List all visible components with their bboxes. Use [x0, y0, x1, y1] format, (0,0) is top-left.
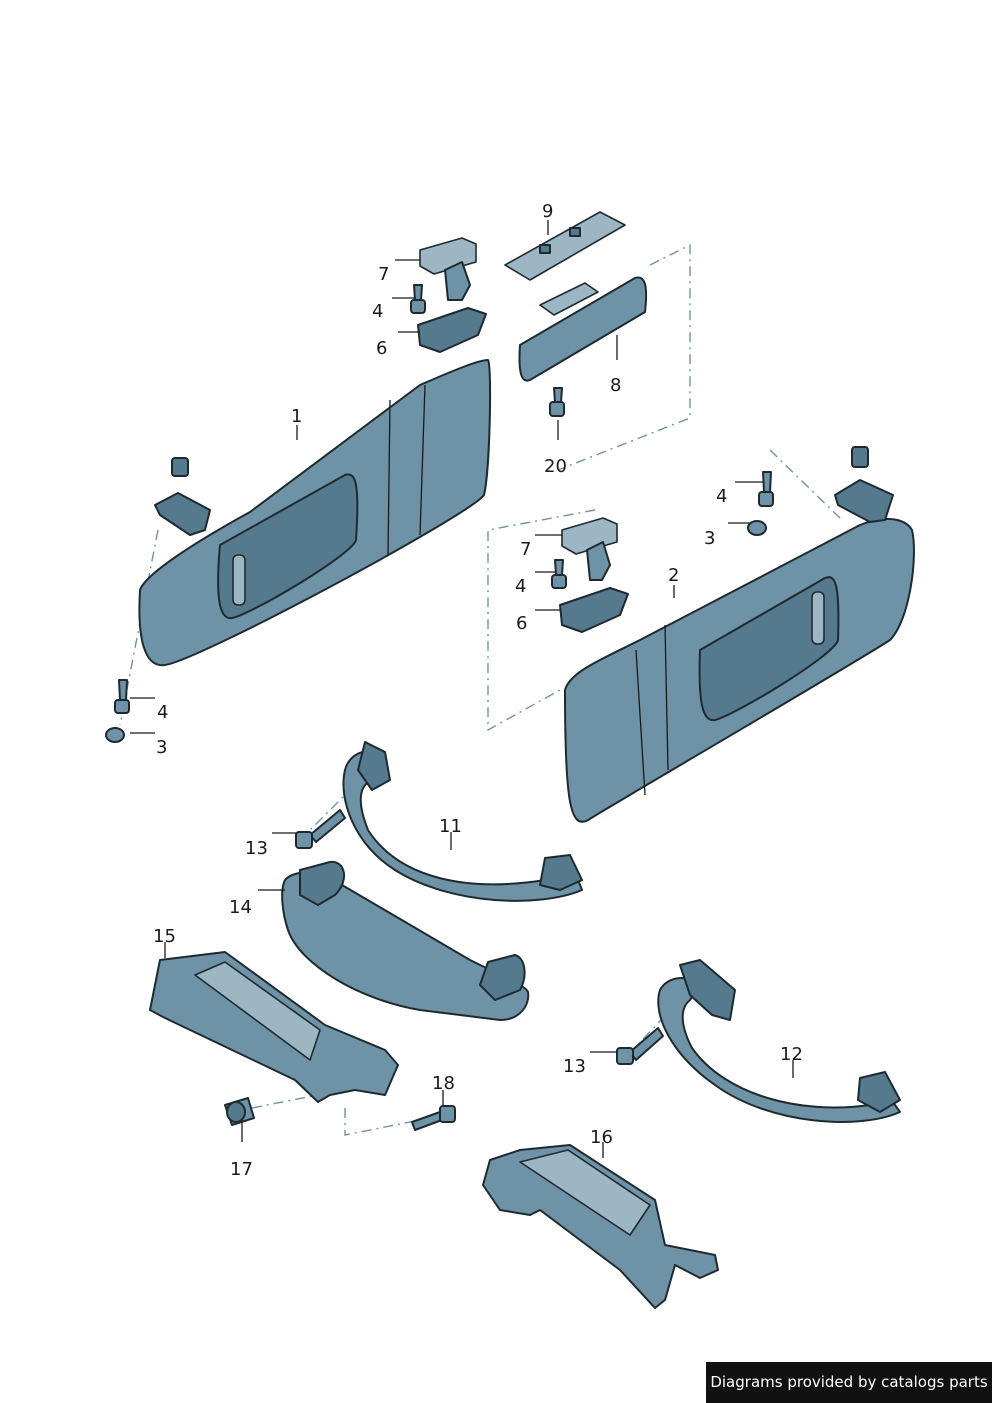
callout-2: 2 — [668, 565, 679, 586]
cover-cap-upper — [417, 307, 487, 353]
mirror-screw — [549, 387, 565, 417]
callout-1: 1 — [291, 406, 302, 427]
bracket-screw — [411, 1105, 456, 1131]
grab-handle-lower — [657, 959, 901, 1123]
leader-lines — [130, 220, 794, 1158]
callout-12: 12 — [780, 1044, 803, 1065]
callout-labels: 1 2 9 7 4 6 8 20 4 3 7 4 6 4 3 11 13 14 … — [153, 201, 803, 1180]
callout-7-upper: 7 — [378, 264, 389, 285]
callout-14: 14 — [229, 897, 252, 918]
sun-visor-left — [138, 359, 492, 667]
callout-4-right: 4 — [716, 486, 727, 507]
mounting-bracket — [504, 211, 626, 281]
sun-visor-right — [564, 446, 915, 823]
clip-holder-lower — [561, 517, 618, 581]
expansion-nut — [224, 1097, 255, 1126]
callout-3-left: 3 — [156, 737, 167, 758]
cover-cap-lower — [559, 587, 629, 633]
callout-8: 8 — [610, 375, 621, 396]
credit-banner: Diagrams provided by catalogs parts — [706, 1362, 992, 1403]
vanity-mirror — [518, 276, 648, 382]
callout-13-lower: 13 — [563, 1056, 586, 1077]
callout-17: 17 — [230, 1159, 253, 1180]
callout-20: 20 — [544, 456, 567, 477]
callout-4-left: 4 — [157, 702, 168, 723]
callout-16: 16 — [590, 1127, 613, 1148]
callout-3-right: 3 — [704, 528, 715, 549]
handle-bracket-left — [149, 951, 399, 1103]
handle-screws — [295, 809, 664, 1065]
clip-holder-upper — [419, 237, 477, 301]
callout-13-upper: 13 — [245, 838, 268, 859]
screws — [114, 284, 774, 714]
callout-18: 18 — [432, 1073, 455, 1094]
callout-4-upper: 4 — [372, 301, 383, 322]
handle-cover — [281, 860, 530, 1021]
grab-handle-upper — [342, 741, 583, 902]
callout-9: 9 — [542, 201, 553, 222]
callout-6-lower: 6 — [516, 613, 527, 634]
callout-15: 15 — [153, 926, 176, 947]
handle-bracket-right — [482, 1144, 719, 1309]
callout-7-lower: 7 — [520, 539, 531, 560]
callout-6-upper: 6 — [376, 338, 387, 359]
callout-11: 11 — [439, 816, 462, 837]
clips — [105, 520, 767, 743]
callout-4-lower: 4 — [515, 576, 526, 597]
